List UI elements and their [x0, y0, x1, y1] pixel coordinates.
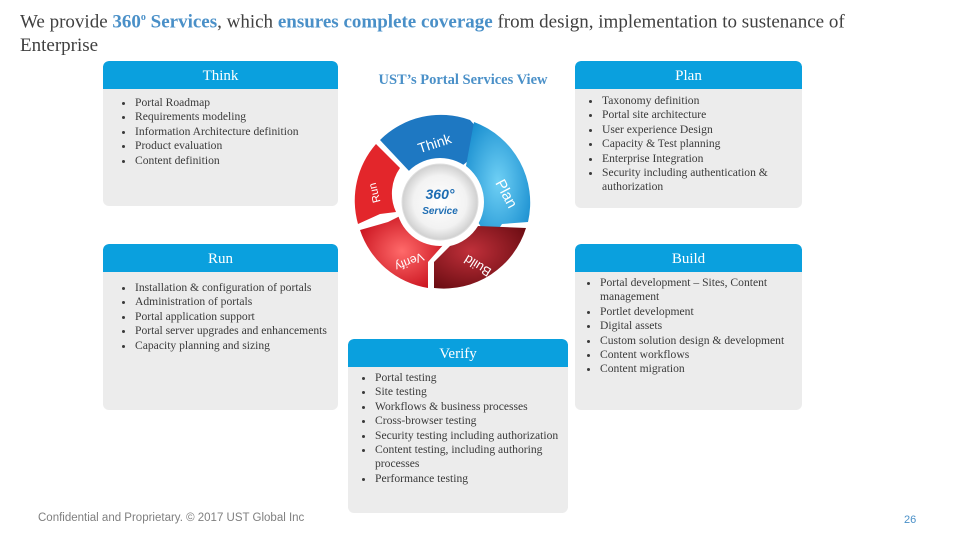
list-item: Custom solution design & development: [600, 334, 794, 348]
card-build: Build Portal development – Sites, Conten…: [575, 244, 802, 410]
list-item: Portal Roadmap: [135, 96, 330, 110]
center-label-360: 360°: [426, 186, 455, 202]
title-highlight-coverage: ensures complete coverage: [277, 11, 493, 33]
center-label-service: Service: [422, 206, 458, 217]
list-item: Requirements modeling: [135, 110, 330, 124]
list-item: Capacity & Test planning: [602, 137, 794, 151]
list-item: User experience Design: [602, 123, 794, 137]
list-item: Security testing including authorization: [375, 429, 560, 443]
list-item: Portal development – Sites, Content mana…: [600, 276, 794, 305]
list-item: Installation & configuration of portals: [135, 281, 330, 295]
list-item: Workflows & business processes: [375, 400, 560, 414]
list-item: Performance testing: [375, 472, 560, 486]
corner-tab: [938, 0, 960, 58]
list-item: Digital assets: [600, 319, 794, 333]
list-item: Portal application support: [135, 310, 330, 324]
segment-think: [380, 114, 490, 172]
list-item: Taxonomy definition: [602, 94, 794, 108]
list-item: Content workflows: [600, 348, 794, 362]
list-item: Enterprise Integration: [602, 152, 794, 166]
segment-run: [354, 144, 400, 224]
title-text: from design, implementation to sustenanc…: [20, 11, 845, 57]
list-item: Content definition: [135, 154, 330, 168]
list-item: Capacity planning and sizing: [135, 339, 330, 353]
list-item: Portal site architecture: [602, 108, 794, 122]
card-plan: Plan Taxonomy definition Portal site arc…: [575, 61, 802, 208]
title-degree: o: [140, 12, 146, 23]
list-item: Product evaluation: [135, 139, 330, 153]
list-item: Information Architecture definition: [135, 125, 330, 139]
list-item: Administration of portals: [135, 295, 330, 309]
card-build-title: Build: [575, 244, 802, 272]
footer-confidential: Confidential and Proprietary. © 2017 UST…: [38, 512, 305, 524]
list-item: Portlet development: [600, 305, 794, 319]
card-think-title: Think: [103, 61, 338, 89]
service-cycle-diagram: 360° Service Think Plan Build Verify Run: [354, 114, 531, 289]
title-text: We provide: [20, 11, 113, 33]
card-plan-title: Plan: [575, 61, 802, 89]
title-highlight-services: Services: [145, 11, 218, 33]
list-item: Site testing: [375, 385, 560, 399]
card-think: Think Portal Roadmap Requirements modeli…: [103, 61, 338, 206]
segment-label-run: Run: [367, 181, 384, 203]
card-verify: Verify Portal testing Site testing Workf…: [348, 339, 568, 513]
card-run: Run Installation & configuration of port…: [103, 244, 338, 410]
slide-title: We provide 360o Services, which ensures …: [20, 6, 920, 58]
card-run-title: Run: [103, 244, 338, 272]
list-item: Security including authentication & auth…: [602, 166, 794, 195]
list-item: Cross-browser testing: [375, 414, 560, 428]
list-item: Content testing, including authoring pro…: [375, 443, 560, 472]
page-number: 26: [904, 514, 917, 526]
center-disc: [401, 163, 479, 241]
segment-verify: [360, 214, 444, 288]
segment-build: [434, 226, 526, 289]
list-item: Portal testing: [375, 371, 560, 385]
title-highlight-360: 360: [112, 11, 141, 33]
title-text: , which: [217, 11, 278, 33]
list-item: Portal server upgrades and enhancements: [135, 324, 330, 338]
card-verify-title: Verify: [348, 339, 568, 367]
portal-services-view-title: UST’s Portal Services View: [378, 72, 548, 88]
list-item: Content migration: [600, 362, 794, 376]
